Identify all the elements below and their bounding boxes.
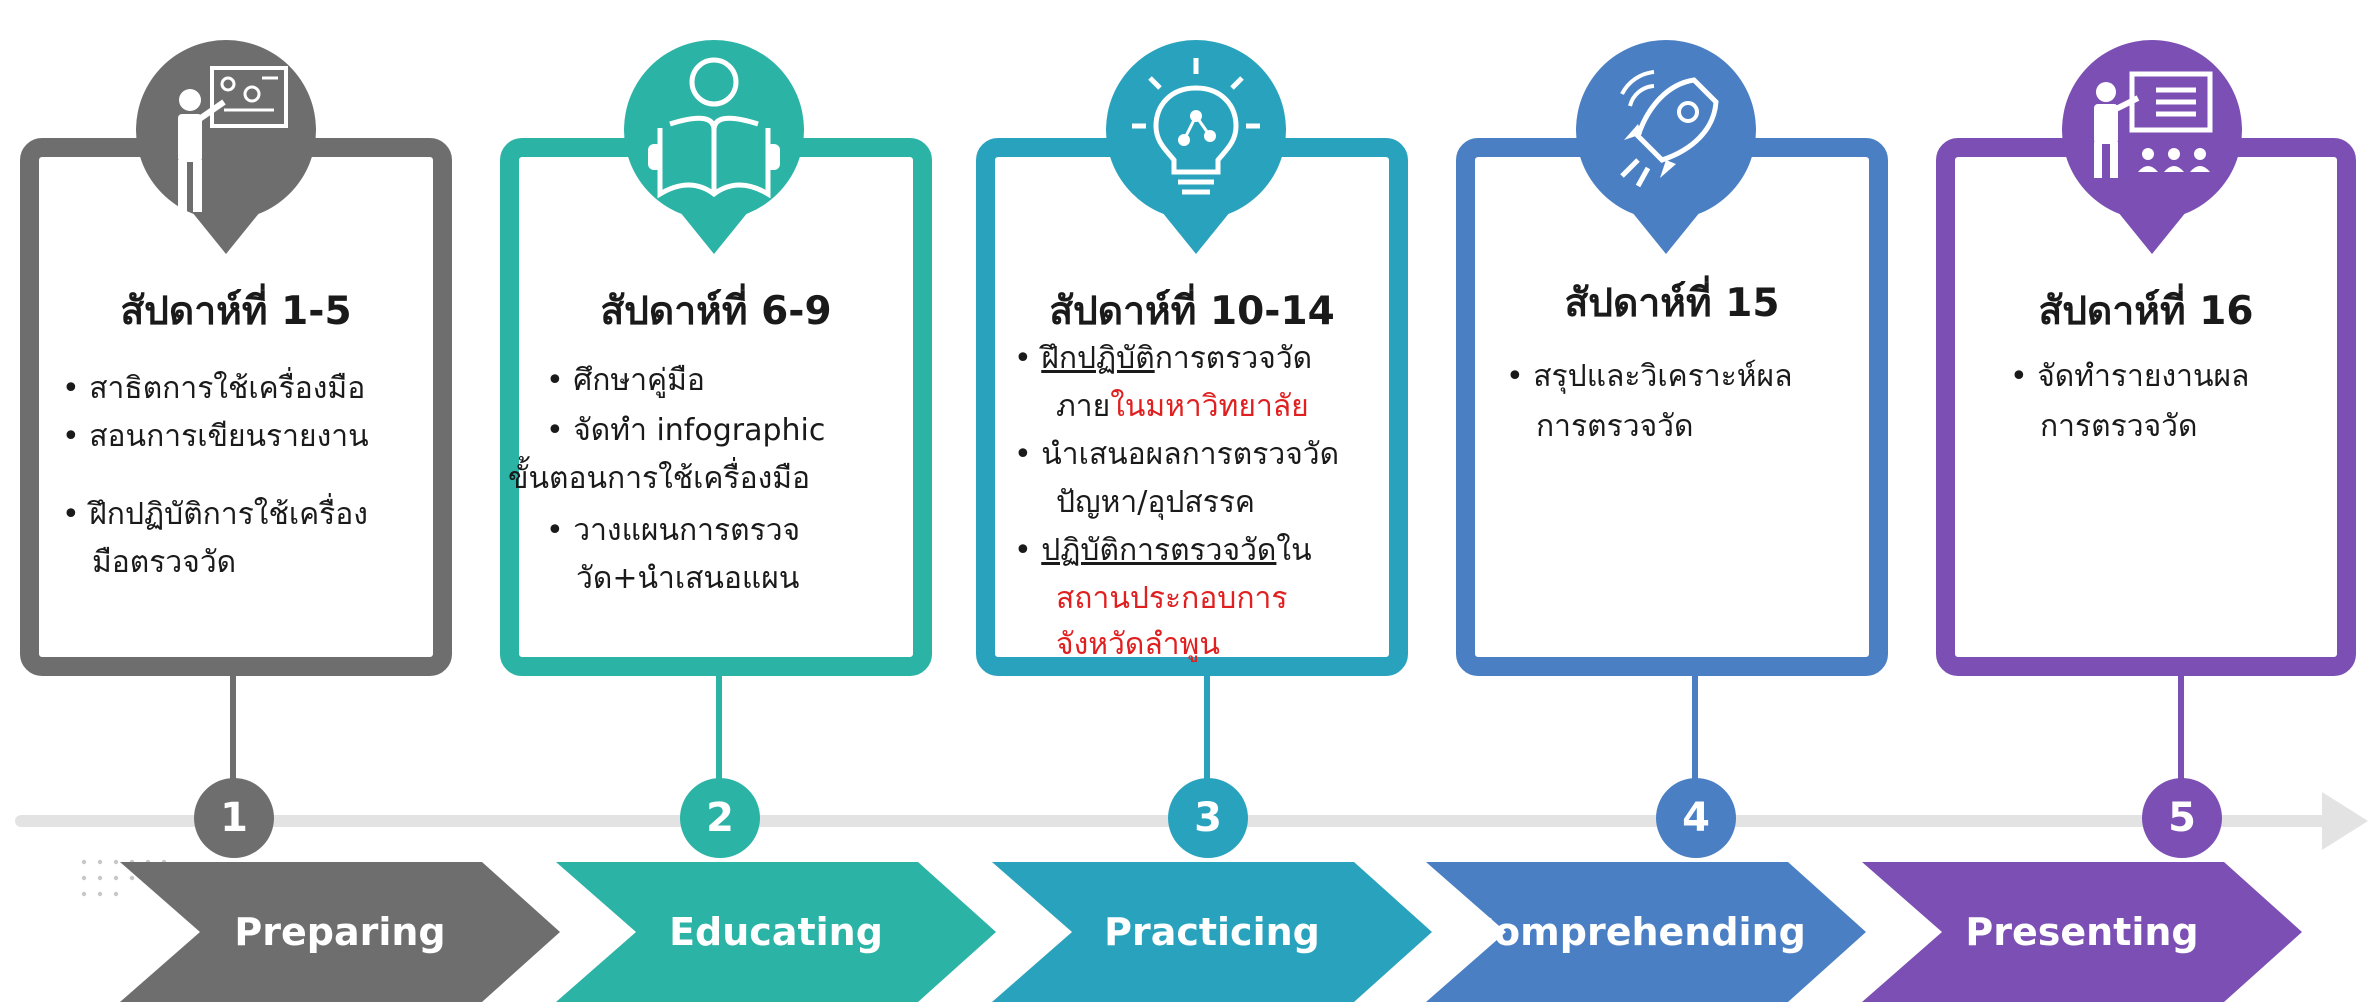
step-4-bullet: • สรุปและวิเคราะห์ผล [1506, 359, 1793, 394]
step-3-line: ปัญหา/อุปสรรค [1056, 485, 1255, 520]
step-2-bullet: • วางแผนการตรวจ [546, 513, 801, 548]
timeline-end-arrow [2322, 792, 2368, 850]
step-1-bullet: • ฝึกปฏิบัติการใช้เครื่อง [62, 497, 368, 532]
step-5-title: สัปดาห์ที่ 16 [2038, 289, 2254, 334]
step-1-bullet: • สอนการเขียนรายงาน [62, 419, 369, 454]
step-5-arrow-shape [1862, 862, 2302, 1002]
step-2-number: 2 [680, 778, 760, 858]
step-2-bullet: • จัดทำ infographic [546, 413, 826, 448]
step-1-label: Preparing [234, 910, 446, 954]
step-3-line: จังหวัดลำพูน [1056, 627, 1220, 662]
step-3-line: • นำเสนอผลการตรวจวัด [1014, 437, 1340, 472]
step-4-label: Comprehending [1466, 910, 1806, 954]
step-2-stem [716, 676, 722, 788]
step-1-card [20, 138, 452, 676]
step-1-bullet: • สาธิตการใช้เครื่องมือ [62, 371, 366, 406]
step-5-number: 5 [2142, 778, 2222, 858]
step-3-line: สถานประกอบการ [1056, 581, 1288, 616]
step-4-bullet-cont: การตรวจวัด [1536, 409, 1694, 444]
step-3-line: ภายในมหาวิทยาลัย [1056, 389, 1309, 424]
teacher-board-icon [178, 66, 288, 212]
step-2-arrow-shape [556, 862, 996, 1002]
step-3-stem [1204, 676, 1210, 788]
rocket-icon [1620, 70, 1719, 188]
step-4-arrow-shape [1426, 862, 1866, 1002]
step-5-bullet: • จัดทำรายงานผล [2010, 359, 2250, 394]
step-2-label: Educating [669, 910, 883, 954]
step-1-arrow-shape [120, 862, 560, 1002]
step-2-title: สัปดาห์ที่ 6-9 [600, 289, 832, 334]
step-2-bullet: • ศึกษาคู่มือ [546, 363, 705, 398]
step-3-label: Practicing [1104, 910, 1320, 954]
step-1-title: สัปดาห์ที่ 1-5 [120, 289, 352, 334]
step-1-stem [230, 676, 236, 788]
step-5-bullet-cont: การตรวจวัด [2040, 409, 2198, 444]
step-5-stem [2178, 676, 2184, 788]
step-1-number: 1 [194, 778, 274, 858]
step-3-line: • ฝึกปฏิบัติการตรวจวัด [1014, 341, 1313, 376]
step-3-arrow-shape [992, 862, 1432, 1002]
step-1-bullet-cont: มือตรวจวัด [92, 545, 237, 580]
step-2-bullet-cont: วัด+นำเสนอแผน [576, 561, 800, 596]
step-5-label: Presenting [1965, 910, 2199, 954]
step-4-number: 4 [1656, 778, 1736, 858]
step-2-bullet-cont: ขั้นตอนการใช้เครื่องมือ [508, 461, 811, 496]
step-3-line: • ปฏิบัติการตรวจวัดใน [1014, 533, 1312, 568]
step-3-title: สัปดาห์ที่ 10-14 [1049, 289, 1335, 334]
step-3-number: 3 [1168, 778, 1248, 858]
presenter-audience-icon [2094, 71, 2213, 178]
step-4-title: สัปดาห์ที่ 15 [1564, 281, 1780, 326]
lightbulb-icon [1132, 58, 1260, 195]
reading-person-icon [648, 57, 780, 199]
step-4-stem [1692, 676, 1698, 788]
step-4-pin [1576, 40, 1756, 220]
